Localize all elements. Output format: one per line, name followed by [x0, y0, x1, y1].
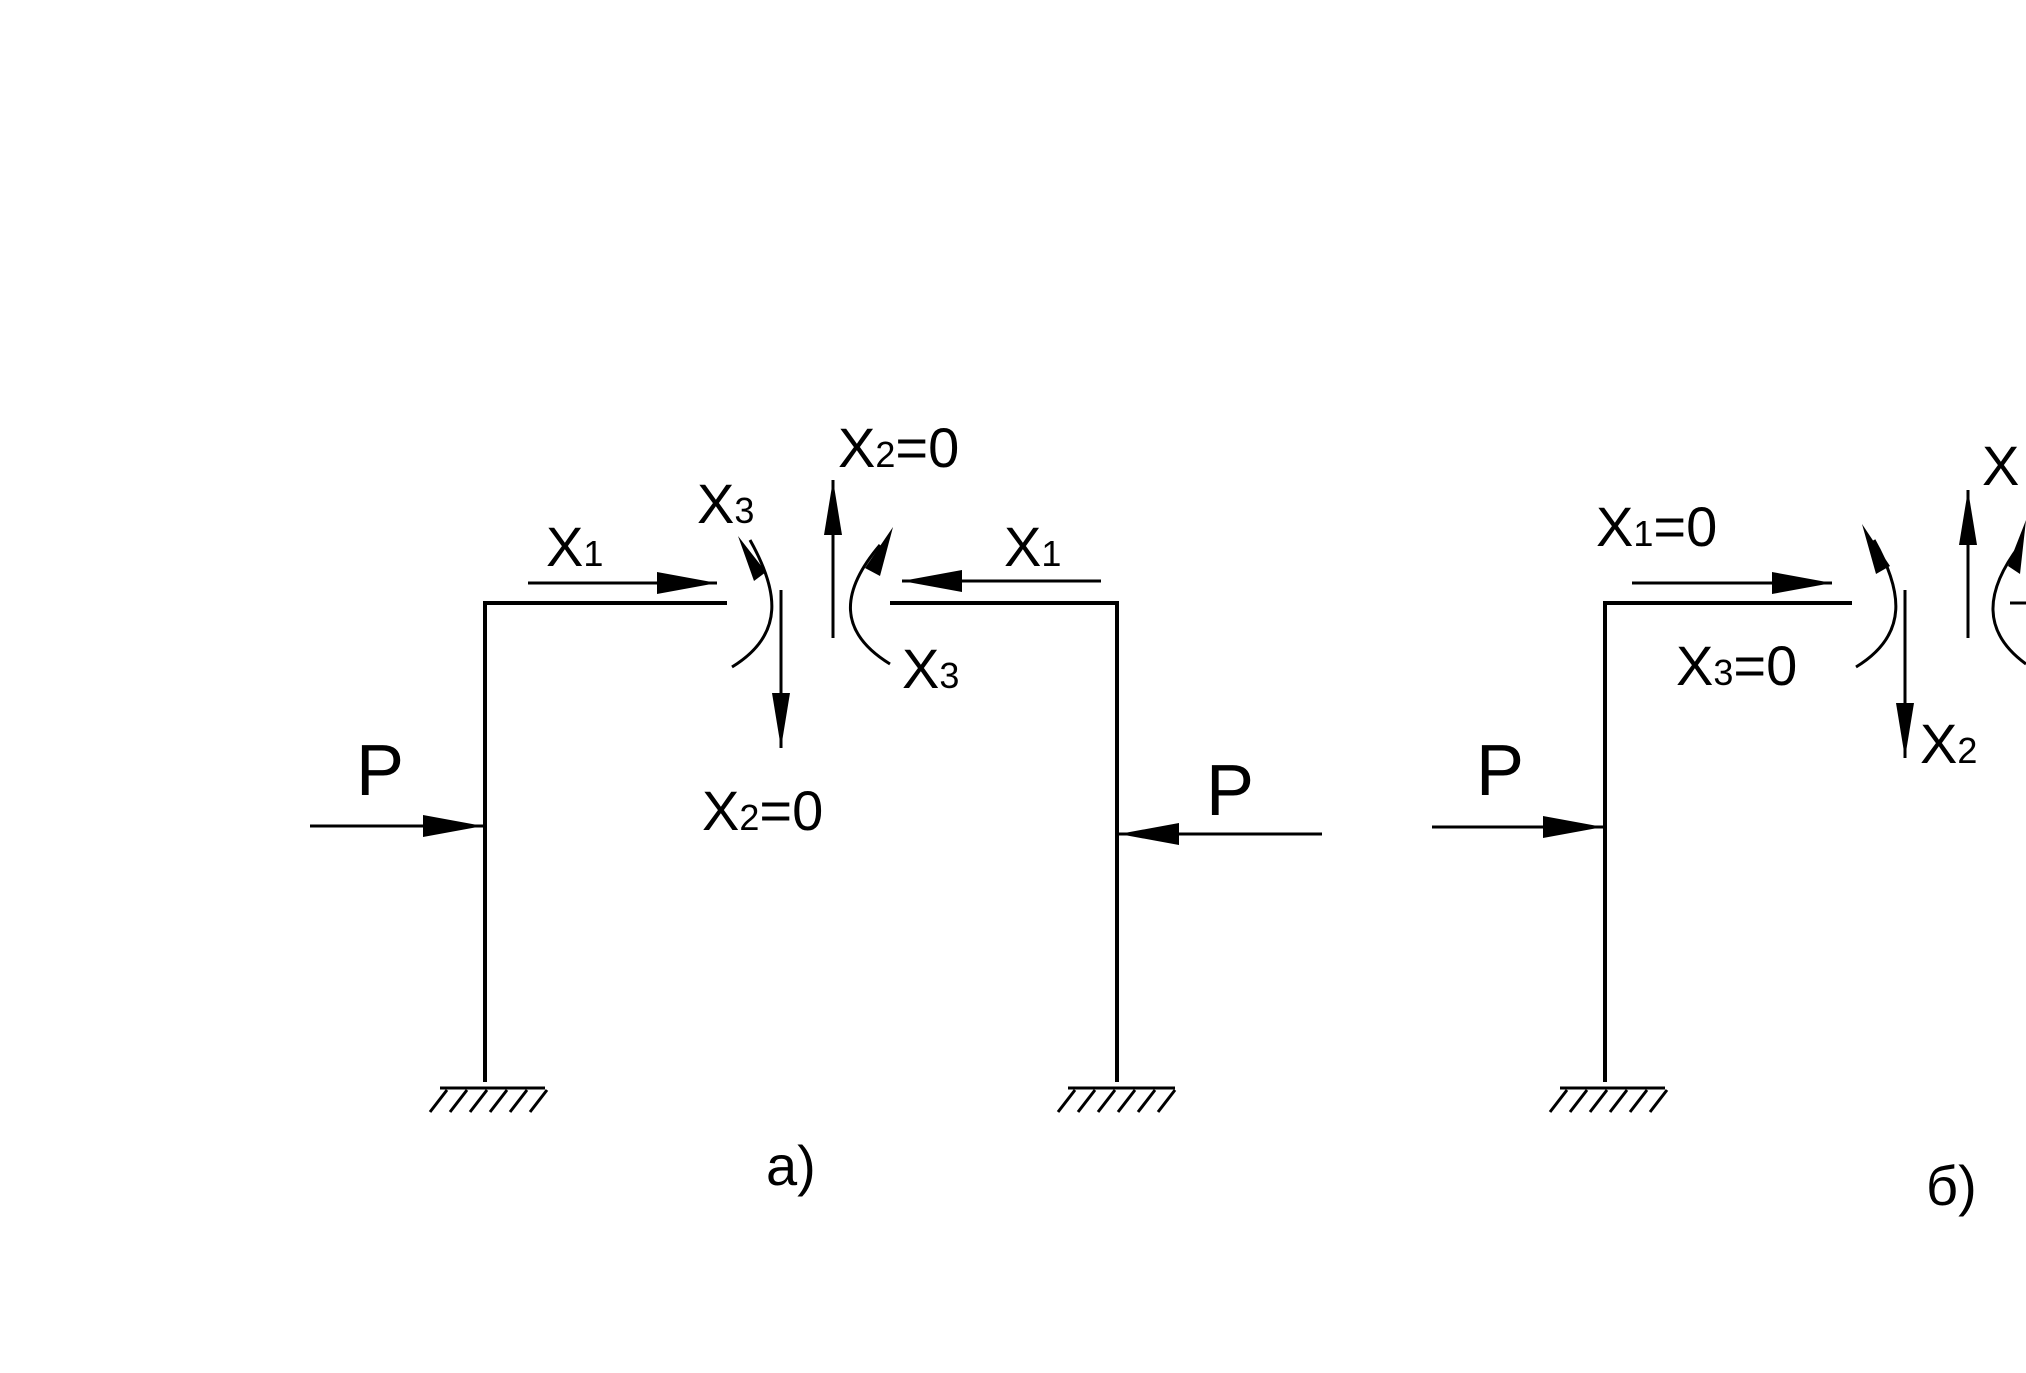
- panel-a-x3-bottom-label: X3: [902, 637, 959, 700]
- panel-a-x3-left-moment-arrow: [731, 539, 774, 669]
- panel-a-load-left-label: P: [356, 731, 404, 811]
- panel-a-x2-bottom-label: X2=0: [702, 779, 823, 842]
- panel-a-x2-top-label: X2=0: [838, 416, 959, 479]
- panel-b-left-fixed-support: [1548, 1086, 1669, 1113]
- panel-a-x1-right-label: X1: [1004, 515, 1061, 578]
- panel-b-x1-label: X1=0: [1596, 495, 1717, 558]
- panel-b-x-top-cut-label: X: [1982, 434, 2019, 497]
- panel-a-right-fixed-support: [1056, 1086, 1177, 1113]
- panel-b-x2-label: X2: [1920, 712, 1977, 775]
- panel-a-left-frame: [483, 601, 727, 1082]
- panel-a-x3-top-label: X3: [697, 472, 754, 535]
- panel-b-left-frame: [1603, 601, 1852, 1082]
- panel-b-right-cut-moment: [1991, 544, 2026, 666]
- panel-a-left-fixed-support: [428, 1086, 549, 1113]
- panel-a-right-frame: [890, 601, 1119, 1082]
- panel-b-x3-label: X3=0: [1676, 634, 1797, 697]
- panel-a-x3-right-moment-arrow: [848, 544, 891, 666]
- panel-a-load-right-label: P: [1206, 751, 1254, 831]
- panel-a-caption: а): [766, 1134, 816, 1197]
- panel-b-load-left-label: P: [1476, 731, 1524, 811]
- panel-b-caption: б): [1926, 1154, 1977, 1217]
- panel-a-x1-left-label: X1: [546, 515, 603, 578]
